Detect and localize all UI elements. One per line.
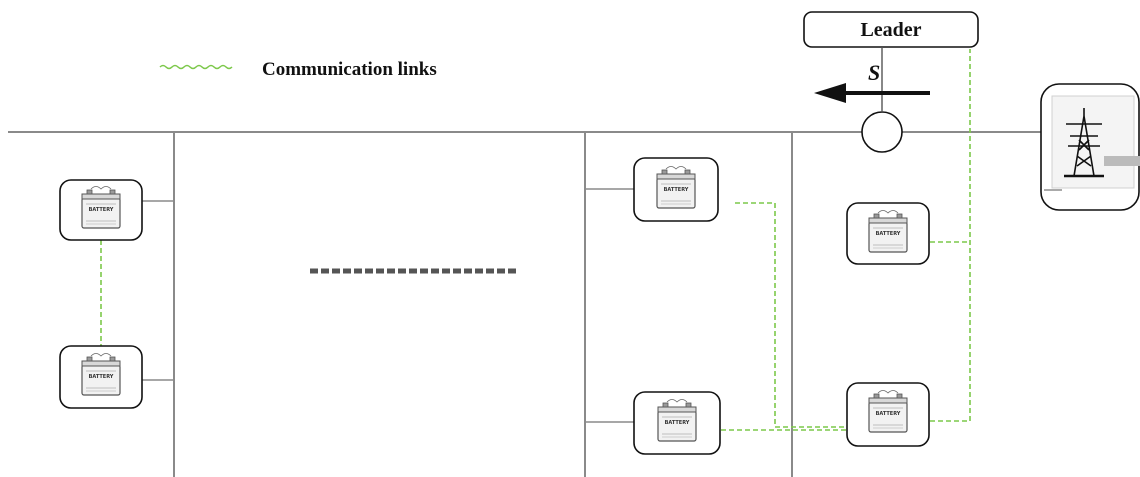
pcc-circle	[861, 111, 903, 153]
comm-link	[930, 49, 971, 422]
battery-label: BATTERY	[876, 231, 901, 237]
battery-label: BATTERY	[665, 420, 690, 426]
legend-line-sample	[159, 64, 233, 70]
battery-node-mid-top: BATTERY	[633, 157, 719, 222]
battery-label: BATTERY	[876, 411, 901, 417]
power-flow-arrow-head	[814, 83, 846, 103]
battery-label: BATTERY	[89, 374, 114, 380]
main-grid-node	[1040, 83, 1140, 211]
battery-label: BATTERY	[664, 187, 689, 193]
leader-node	[803, 11, 979, 48]
legend-label: Communication links	[262, 59, 437, 80]
battery-label: BATTERY	[89, 207, 114, 213]
comm-link	[735, 202, 847, 428]
battery-node-right-bottom: BATTERY	[846, 382, 930, 447]
battery-node-mid-bottom: BATTERY	[633, 391, 721, 455]
battery-node-right-top: BATTERY	[846, 202, 930, 265]
battery-node-left-bottom: BATTERY	[59, 345, 143, 409]
battery-node-left-top: BATTERY	[59, 179, 143, 241]
communication-links	[100, 49, 971, 431]
leader-label: Leader	[860, 19, 921, 41]
power-flow-label: S	[868, 60, 880, 85]
transmission-tower-icon	[1064, 108, 1104, 178]
